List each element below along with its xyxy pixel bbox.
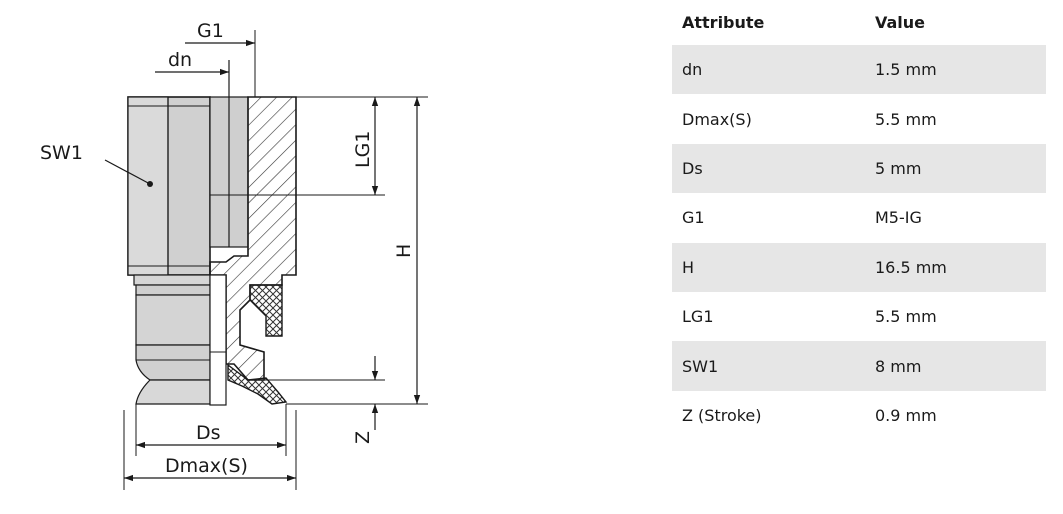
value-cell: 5.5 mm	[865, 94, 1046, 144]
value-cell: 1.5 mm	[865, 45, 1046, 95]
value-cell: 5 mm	[865, 143, 1046, 194]
attribute-cell: H	[672, 242, 865, 292]
table-row: Dmax(S) 5.5 mm	[672, 94, 1046, 144]
table-row: H 16.5 mm	[672, 242, 1046, 292]
ds-label: Ds	[196, 422, 221, 444]
attribute-column-header: Attribute	[682, 13, 765, 32]
value-cell: 5.5 mm	[865, 291, 1046, 342]
table-row: dn 1.5 mm	[672, 45, 1046, 95]
table-row: G1 M5-IG	[672, 193, 1046, 243]
lg1-label: LG1	[352, 131, 374, 168]
value-cell: M5-IG	[865, 193, 1046, 243]
z-label: Z	[352, 431, 374, 444]
extension-lines	[123, 30, 428, 490]
attribute-cell: LG1	[672, 291, 865, 342]
technical-drawing: G1 dn SW1 LG1 H Z Ds Dmax(S)	[40, 20, 428, 490]
attribute-cell: Dmax(S)	[672, 94, 865, 144]
table-row: Ds 5 mm	[672, 143, 1046, 194]
specification-table: Attribute Value dn 1.5 mm Dmax(S) 5.5 mm…	[672, 0, 1046, 441]
dmax-label: Dmax(S)	[165, 455, 248, 477]
value-cell: 8 mm	[865, 341, 1046, 391]
sw1-label: SW1	[40, 142, 83, 164]
table-row: SW1 8 mm	[672, 341, 1046, 391]
table-row: LG1 5.5 mm	[672, 291, 1046, 342]
table-header-row: Attribute Value	[672, 0, 1046, 45]
table-row: Z (Stroke) 0.9 mm	[672, 390, 1046, 441]
attribute-cell: SW1	[672, 341, 865, 391]
attribute-cell: Z (Stroke)	[672, 390, 865, 441]
attribute-cell: G1	[672, 193, 865, 243]
dn-label: dn	[168, 49, 192, 71]
hex-nut-body	[127, 60, 249, 276]
h-label: H	[393, 244, 415, 258]
value-column-header: Value	[875, 13, 926, 32]
seal-crosshatch	[249, 284, 283, 337]
attribute-cell: dn	[672, 45, 865, 95]
sw1-leader-dot	[147, 181, 153, 187]
g1-label: G1	[197, 20, 224, 42]
value-cell: 0.9 mm	[865, 390, 1046, 441]
value-cell: 16.5 mm	[865, 242, 1046, 292]
cup-crosshatch	[227, 363, 288, 405]
attribute-cell: Ds	[672, 143, 865, 194]
dimension-lines	[104, 39, 421, 482]
suction-cup-body	[133, 274, 227, 406]
